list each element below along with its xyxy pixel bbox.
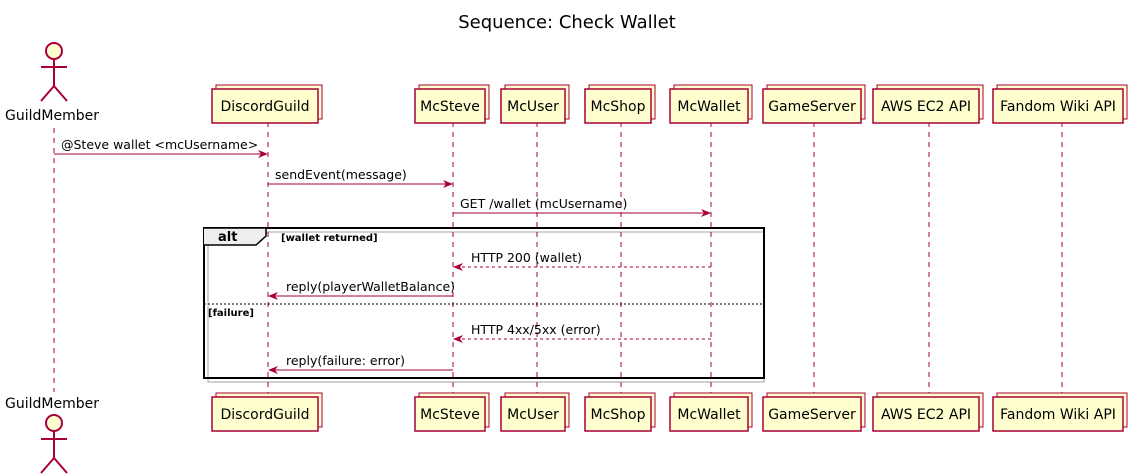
message-label: @Steve wallet <mcUsername> <box>61 137 258 152</box>
participant-label: McShop <box>591 99 646 115</box>
participant-label: DiscordGuild <box>220 99 309 115</box>
participant-label: McShop <box>591 407 646 423</box>
actor-bottom <box>40 414 68 474</box>
participant-aws-ec2-api: AWS EC2 API <box>872 392 984 432</box>
participant-mcshop: McShop <box>584 392 656 432</box>
message-label: HTTP 200 (wallet) <box>471 250 582 265</box>
participant-label: McUser <box>507 407 559 423</box>
participant-label: AWS EC2 API <box>881 407 971 423</box>
participant-mcsteve: McSteve <box>414 84 490 124</box>
participant-label: AWS EC2 API <box>881 99 971 115</box>
participant-mcshop: McShop <box>584 84 656 124</box>
alt-frame: alt [wallet returned] [failure] <box>203 227 765 383</box>
participant-fandom-wiki-api: Fandom Wiki API <box>992 392 1128 432</box>
participant-mcuser: McUser <box>500 392 570 432</box>
participant-label: McSteve <box>420 99 480 115</box>
participant-aws-ec2-api: AWS EC2 API <box>872 84 984 124</box>
participant-label: McSteve <box>420 407 480 423</box>
participant-label: GameServer <box>768 99 856 115</box>
participants-top: DiscordGuild McSteve McUser McShop McWal… <box>211 84 1128 124</box>
participant-label: McWallet <box>677 407 741 423</box>
alt-guard-failure: [failure] <box>208 308 254 319</box>
participant-gameserver: GameServer <box>762 84 866 124</box>
participant-mcuser: McUser <box>500 84 570 124</box>
messages: @Steve wallet <mcUsername> sendEvent(mes… <box>54 137 711 374</box>
participant-fandom-wiki-api: Fandom Wiki API <box>992 84 1128 124</box>
message-label: reply(playerWalletBalance) <box>286 279 455 294</box>
participant-label: GameServer <box>768 407 856 423</box>
participant-discordguild: DiscordGuild <box>211 84 323 124</box>
participant-discordguild: DiscordGuild <box>211 392 323 432</box>
alt-guard-wallet-returned: [wallet returned] <box>281 233 378 244</box>
participant-label: McWallet <box>677 99 741 115</box>
actor-top <box>40 42 68 102</box>
participant-label: McUser <box>507 99 559 115</box>
participant-label: Fandom Wiki API <box>1000 407 1116 423</box>
actor-bottom-label: GuildMember <box>5 396 99 412</box>
participants-bottom: DiscordGuild McSteve McUser McShop McWal… <box>211 392 1128 432</box>
participant-label: DiscordGuild <box>220 407 309 423</box>
alt-frame-tab <box>204 227 267 246</box>
actor-top-label: GuildMember <box>5 108 99 124</box>
message-label: HTTP 4xx/5xx (error) <box>471 322 601 337</box>
alt-frame-border <box>203 227 765 379</box>
alt-keyword: alt <box>218 230 237 245</box>
message-label: reply(failure: error) <box>286 353 405 368</box>
participant-mcwallet: McWallet <box>669 392 753 432</box>
diagram-title: Sequence: Check Wallet <box>458 12 675 33</box>
participant-label: Fandom Wiki API <box>1000 99 1116 115</box>
message-label: sendEvent(message) <box>275 167 407 182</box>
lifelines <box>53 122 1063 396</box>
actor-head-icon <box>45 42 63 60</box>
message-label: GET /wallet (mcUsername) <box>460 196 627 211</box>
participant-gameserver: GameServer <box>762 392 866 432</box>
participant-mcsteve: McSteve <box>414 392 490 432</box>
participant-mcwallet: McWallet <box>669 84 753 124</box>
actor-head-icon <box>45 414 63 432</box>
